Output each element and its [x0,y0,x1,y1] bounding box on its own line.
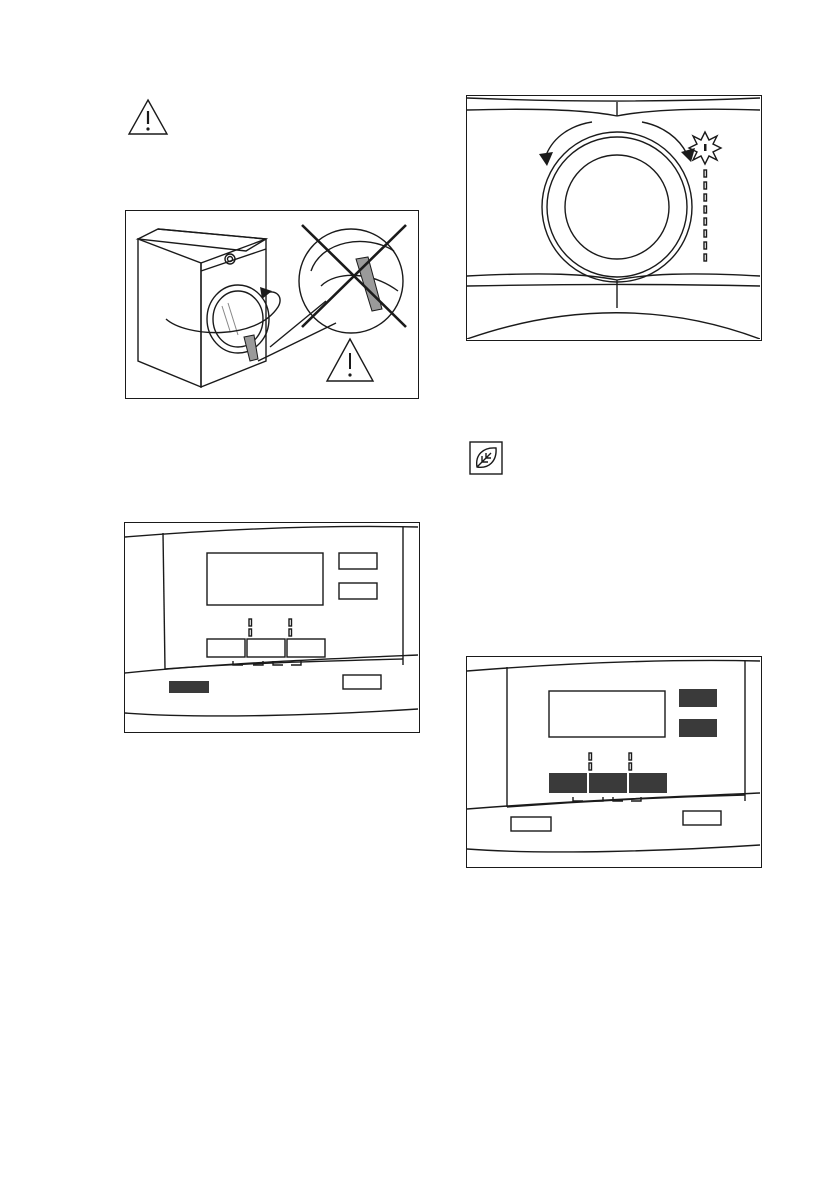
control-panel-figure-2 [466,656,762,868]
door-open-figure [125,210,419,399]
control-panel-figure-1 [124,522,420,733]
dial-figure [466,95,762,341]
leaf-icon [469,441,503,475]
warning-triangle-icon [126,97,170,137]
